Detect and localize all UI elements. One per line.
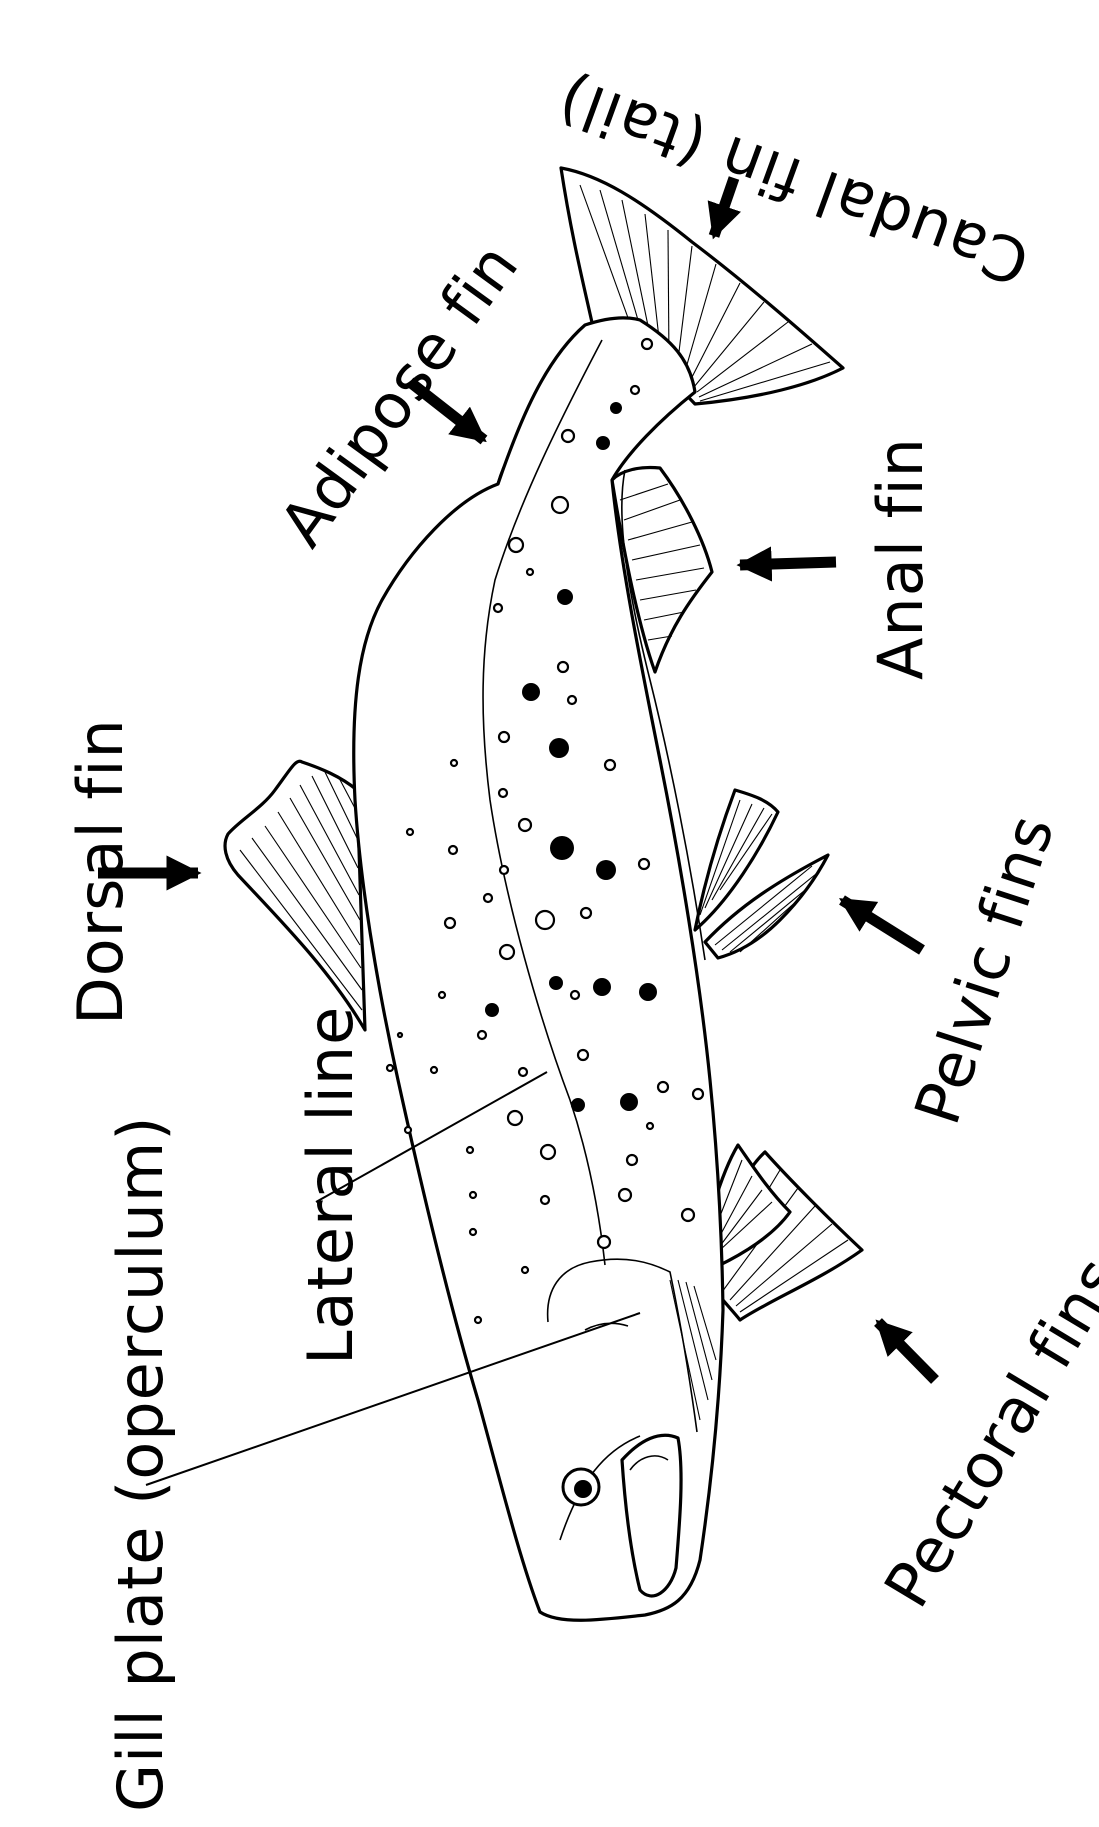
dorsal-fin xyxy=(225,761,365,1030)
dorsal-fin-label: Dorsal fin xyxy=(70,718,132,1025)
pelvic-fins xyxy=(695,790,828,958)
anal-arrow xyxy=(740,562,836,565)
pelvic-arrow xyxy=(842,900,922,950)
gill-plate-label: Gill plate (operculum) xyxy=(110,1116,172,1812)
fish-eye xyxy=(563,1469,599,1505)
pectoral-arrow xyxy=(878,1322,935,1380)
anal-fin-label: Anal fin xyxy=(870,437,932,680)
lateral-line-label: Lateral line xyxy=(300,1006,362,1365)
